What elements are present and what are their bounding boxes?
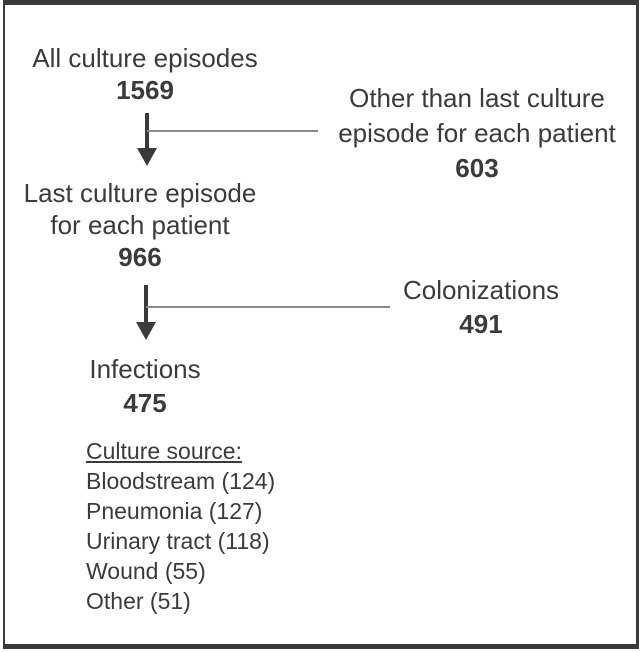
flow-arrow-2-head-icon: [136, 322, 156, 340]
list-item-wound: Wound (55): [86, 558, 206, 584]
branch-line-1: [147, 130, 318, 132]
node-other-than-last: Other than last culture episode for each…: [327, 81, 627, 186]
node-count: 1569: [116, 75, 174, 105]
node-infections: Infections 475: [45, 352, 245, 420]
culture-source-list: Culture source: Bloodstream (124) Pneumo…: [86, 436, 275, 616]
node-label-line2: episode for each patient: [338, 118, 616, 148]
node-label-line1: Last culture episode: [23, 178, 257, 208]
list-item-urinary-tract: Urinary tract (118): [86, 528, 270, 554]
node-label-line1: Other than last culture: [349, 83, 605, 113]
node-count: 603: [455, 153, 499, 183]
node-count: 966: [118, 242, 162, 272]
node-all-culture-episodes: All culture episodes 1569: [25, 42, 265, 106]
figure-border: [3, 0, 639, 649]
node-colonizations: Colonizations 491: [381, 273, 581, 341]
node-label-line2: for each patient: [50, 210, 230, 240]
list-item-other: Other (51): [86, 588, 191, 614]
node-label: Infections: [89, 354, 201, 384]
node-label: All culture episodes: [32, 43, 258, 73]
node-last-culture-episode: Last culture episode for each patient 96…: [20, 177, 260, 273]
list-item-pneumonia: Pneumonia (127): [86, 498, 263, 524]
node-label: Colonizations: [402, 275, 560, 305]
flow-arrow-2-shaft: [144, 285, 148, 324]
branch-line-2: [146, 306, 390, 308]
culture-source-heading: Culture source:: [86, 438, 242, 464]
list-item-bloodstream: Bloodstream (124): [86, 468, 276, 494]
node-count: 491: [459, 309, 503, 339]
node-count: 475: [123, 388, 167, 418]
flow-arrow-1-head-icon: [137, 148, 157, 166]
